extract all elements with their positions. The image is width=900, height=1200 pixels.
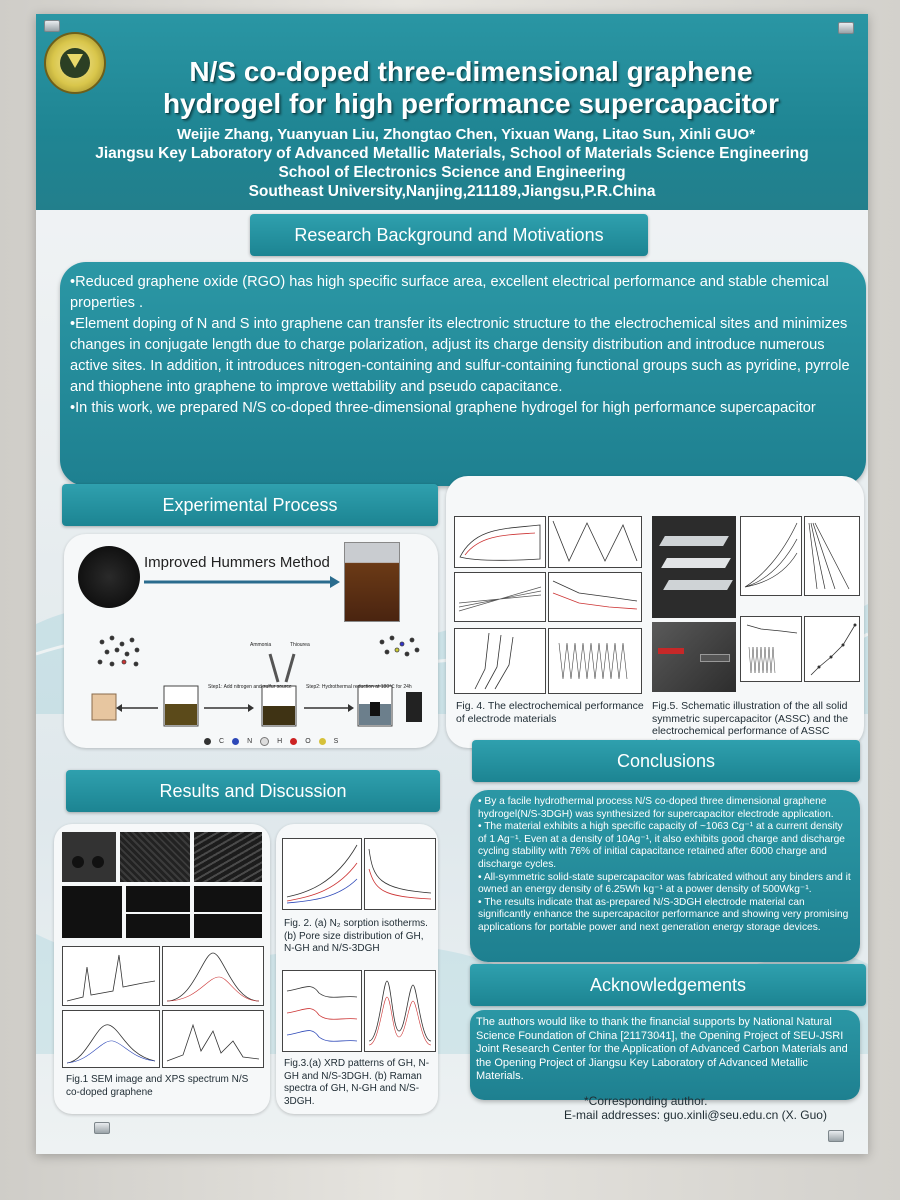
acknowledgements-heading: Acknowledgements (470, 964, 866, 1006)
nitrogen-dot-icon (232, 738, 240, 745)
fig4b-plot (454, 572, 546, 622)
fig2-fig3-panel: Fig. 2. (a) N₂ sorption isotherms. (b) P… (276, 824, 438, 1114)
method-label: Improved Hummers Method (144, 554, 330, 571)
affiliation-line-3: Southeast University,Nanjing,211189,Jian… (248, 183, 656, 200)
affiliation-line-1: Jiangsu Key Laboratory of Advanced Metal… (95, 145, 809, 162)
acknowledgements-textbox: The authors would like to thank the fina… (470, 1010, 860, 1100)
pin-icon (828, 1130, 844, 1142)
fig1-xps-s2p-plot (162, 1010, 264, 1068)
synthesis-schematic: Ammonia Thiourea Step1: Add nitrogen and… (91, 635, 422, 727)
author-list: Weijie Zhang, Yuanyuan Liu, Zhongtao Che… (176, 126, 756, 143)
legend-o: O (305, 738, 311, 745)
background-paragraph-1: •Reduced graphene oxide (RGO) has high s… (70, 274, 829, 311)
fig4-caption: Fig. 4. The electrochemical performance … (456, 700, 644, 725)
fig1-caption: Fig.1 SEM image and XPS spectrum N/S co-… (66, 1074, 249, 1098)
fig1f-map (194, 886, 262, 912)
legend-n: N (247, 738, 253, 745)
fig3b-plot (364, 970, 436, 1052)
university-logo (44, 32, 106, 94)
fig2b-plot (364, 838, 436, 910)
fig2a-plot (282, 838, 362, 910)
fig1-xps-c1s-plot (162, 946, 264, 1006)
acknowledgements-text: The authors would like to thank the fina… (476, 1016, 848, 1082)
results-heading: Results and Discussion (66, 770, 440, 812)
fig5d-plot (740, 616, 802, 682)
fig1e-map (126, 886, 190, 912)
black-clip (700, 654, 730, 662)
thiourea-label: Thiourea (290, 642, 310, 648)
conclusion-2: • The material exhibits a high specific … (478, 821, 845, 870)
go-solution-beaker-image (344, 542, 400, 622)
conclusion-4: • The results indicate that as-prepared … (478, 896, 849, 933)
hydrogel-pellet (72, 856, 84, 868)
atom-legend: C N H O S (204, 737, 338, 746)
ammonia-label: Ammonia (250, 642, 271, 648)
pin-icon (44, 20, 60, 32)
fig1-panel: Fig.1 SEM image and XPS spectrum N/S co-… (54, 824, 270, 1114)
poster: N/S co-doped three-dimensional graphene … (36, 14, 868, 1154)
fig4f-plot (548, 628, 642, 694)
background-heading: Research Background and Motivations (250, 214, 648, 256)
contact-email: E-mail addresses: guo.xinli@seu.edu.cn (… (564, 1108, 827, 1122)
hydrogel-pellet (92, 856, 104, 868)
fig1g-map (126, 914, 190, 938)
fig4d-plot (548, 572, 642, 622)
affiliation: Jiangsu Key Laboratory of Advanced Metal… (46, 144, 858, 201)
affiliation-line-2: School of Electronics Science and Engine… (278, 164, 626, 181)
logo-chevron-icon (67, 54, 83, 68)
legend-h: H (277, 738, 283, 745)
carbon-dot-icon (204, 738, 211, 745)
conclusions-heading: Conclusions (472, 740, 860, 782)
poster-header: N/S co-doped three-dimensional graphene … (36, 14, 868, 210)
legend-s: S (333, 738, 339, 745)
experimental-heading: Experimental Process (62, 484, 438, 526)
fig4e-plot (454, 628, 546, 694)
fig5e-plot (804, 616, 860, 682)
electrode-layer (663, 580, 733, 590)
oxygen-dot-icon (290, 738, 298, 745)
conclusion-1: • By a facile hydrothermal process N/S c… (478, 796, 834, 820)
step2-label: Step2: Hydrothermal reduction at 180℃ fo… (306, 684, 412, 690)
fig1h-map (194, 914, 262, 938)
conclusions-textbox: • By a facile hydrothermal process N/S c… (470, 790, 860, 962)
fig4a-plot (454, 516, 546, 568)
background-paragraph-2: •Element doping of N and S into graphene… (70, 316, 850, 395)
conclusion-3: • All-symmetric solid-state supercapacit… (478, 871, 851, 896)
title-line-1: N/S co-doped three-dimensional graphene (189, 56, 753, 87)
method-arrow-icon (144, 576, 340, 588)
title-line-2: hydrogel for high performance supercapac… (162, 88, 780, 119)
background-paragraph-3: •In this work, we prepared N/S co-doped … (70, 400, 816, 416)
assc-device-photo (652, 622, 736, 692)
fig1c-sem-image (194, 832, 262, 882)
fig1a-image (62, 832, 116, 882)
collector-layer (659, 536, 729, 546)
fig5b-plot (740, 516, 802, 596)
experimental-panel: Improved Hummers Method (64, 534, 438, 748)
graphite-powder-image (78, 546, 140, 608)
hydrogen-dot-icon (260, 737, 270, 746)
pin-icon (94, 1122, 110, 1134)
fig1-xps-survey-plot (62, 946, 160, 1006)
fig4c-plot (548, 516, 642, 568)
electrochem-panel: Fig. 4. The electrochemical performance … (446, 476, 864, 750)
fig3-caption: Fig.3.(a) XRD patterns of GH, N-GH and N… (284, 1058, 430, 1107)
red-clip (658, 648, 684, 654)
assc-schematic-image (652, 516, 736, 618)
fig1-xps-n1s-plot (62, 1010, 160, 1068)
legend-c: C (219, 738, 225, 745)
background-textbox: •Reduced graphene oxide (RGO) has high s… (60, 262, 866, 486)
step1-label: Step1: Add nitrogen and sulfur source (208, 684, 292, 690)
electrolyte-layer (661, 558, 731, 568)
corresponding-author: *Corresponding author. (584, 1094, 708, 1108)
sulfur-dot-icon (318, 738, 326, 745)
fig1b-sem-image (120, 832, 190, 882)
poster-title: N/S co-doped three-dimensional graphene … (96, 56, 846, 120)
fig2-caption: Fig. 2. (a) N₂ sorption isotherms. (b) P… (284, 918, 428, 954)
fig3a-plot (282, 970, 362, 1052)
fig1d-map (62, 886, 122, 938)
pin-icon (838, 22, 854, 34)
fig5c-plot (804, 516, 860, 596)
